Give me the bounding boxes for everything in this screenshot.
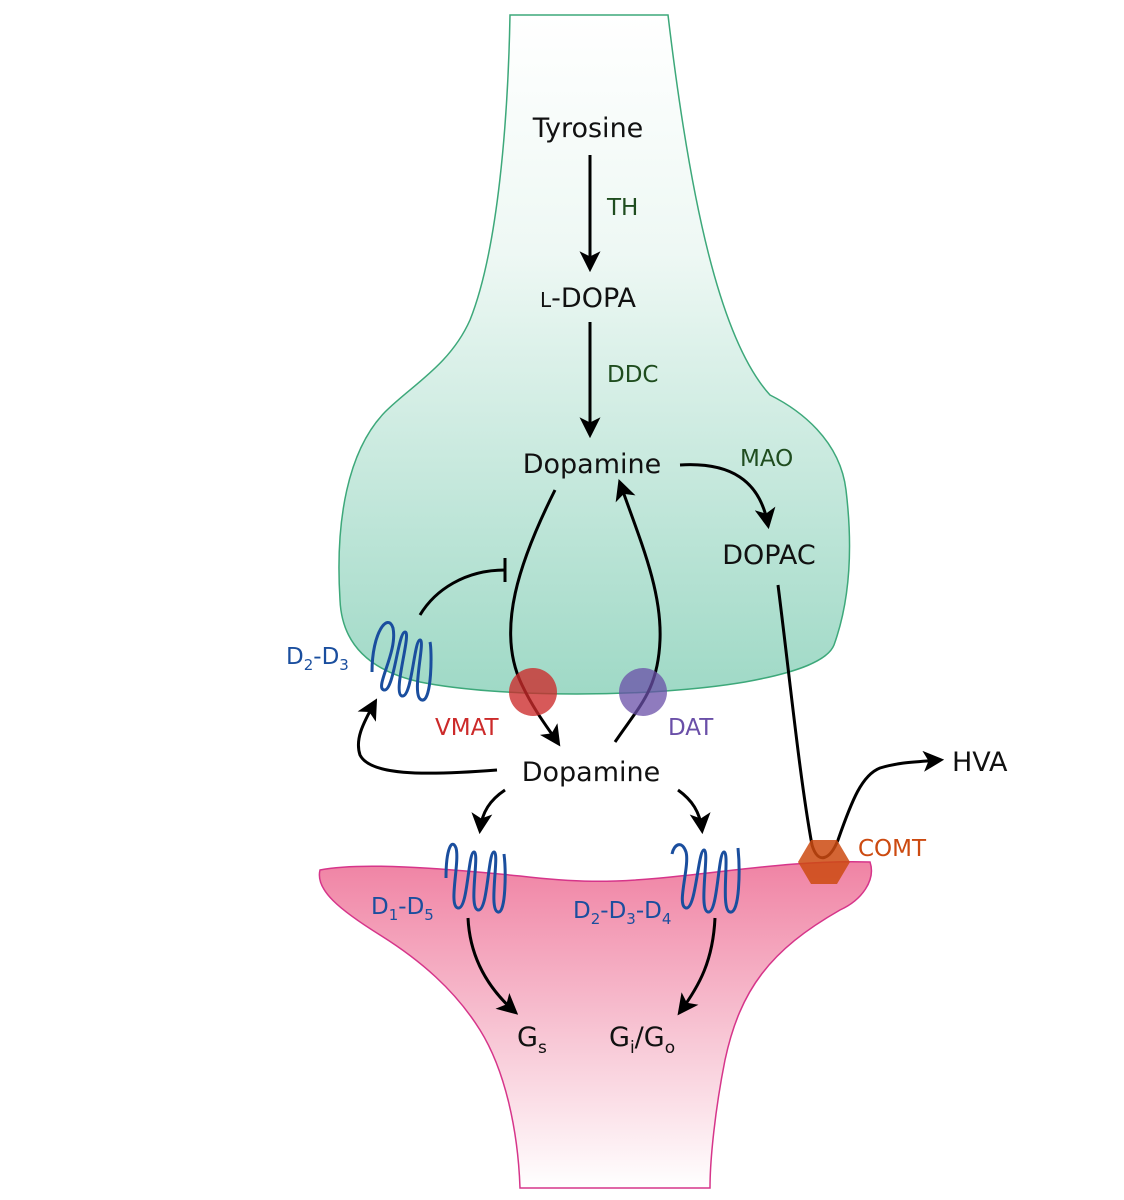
label-dat: DAT [668,715,714,741]
label-tyrosine: Tyrosine [532,113,644,144]
label-d2-d3-d4: D2-D3-D4 [573,898,671,928]
autoreceptor-coil [370,621,433,702]
label-dopamine-presynaptic: Dopamine [523,449,662,480]
dat-transporter [619,668,667,716]
vmat-transporter [509,668,557,716]
label-dopamine-cleft: Dopamine [522,757,661,788]
label-gs: Gs [517,1022,547,1058]
label-hva: HVA [952,747,1008,778]
presynaptic-terminal [338,14,851,695]
arrow-d2-to-gio [677,917,717,1016]
arrow-to-d1-receptor [471,788,506,835]
d1-d5-receptor-coil [444,842,507,914]
label-dopac: DOPAC [722,540,815,571]
l-dopa-prefix: L [540,288,552,312]
label-gi-go: Gi/Go [609,1022,675,1058]
l-dopa-rest: -DOPA [551,283,636,314]
inhibition-autoreceptor [418,568,506,616]
label-vmat: VMAT [435,715,500,741]
label-autoreceptor: D2-D3 [286,644,349,674]
label-comt: COMT [858,836,927,862]
label-ddc: DDC [607,362,658,388]
arrow-vmat-release [509,489,561,747]
comt-enzyme-hexagon [798,840,850,884]
label-mao: MAO [740,446,793,472]
arrow-dopamine-to-dopac [679,463,776,530]
label-d1-d5: D1-D5 [371,894,434,924]
arrow-cleft-to-autoreceptor [356,698,498,775]
arrow-d1-to-gs [466,917,519,1015]
d2-d3-d4-receptor-coil [670,843,741,914]
label-l-dopa: L-DOPA [540,283,636,314]
label-th: TH [606,195,638,221]
arrow-to-d2-receptor [677,788,711,835]
postsynaptic-terminal [318,860,873,1189]
